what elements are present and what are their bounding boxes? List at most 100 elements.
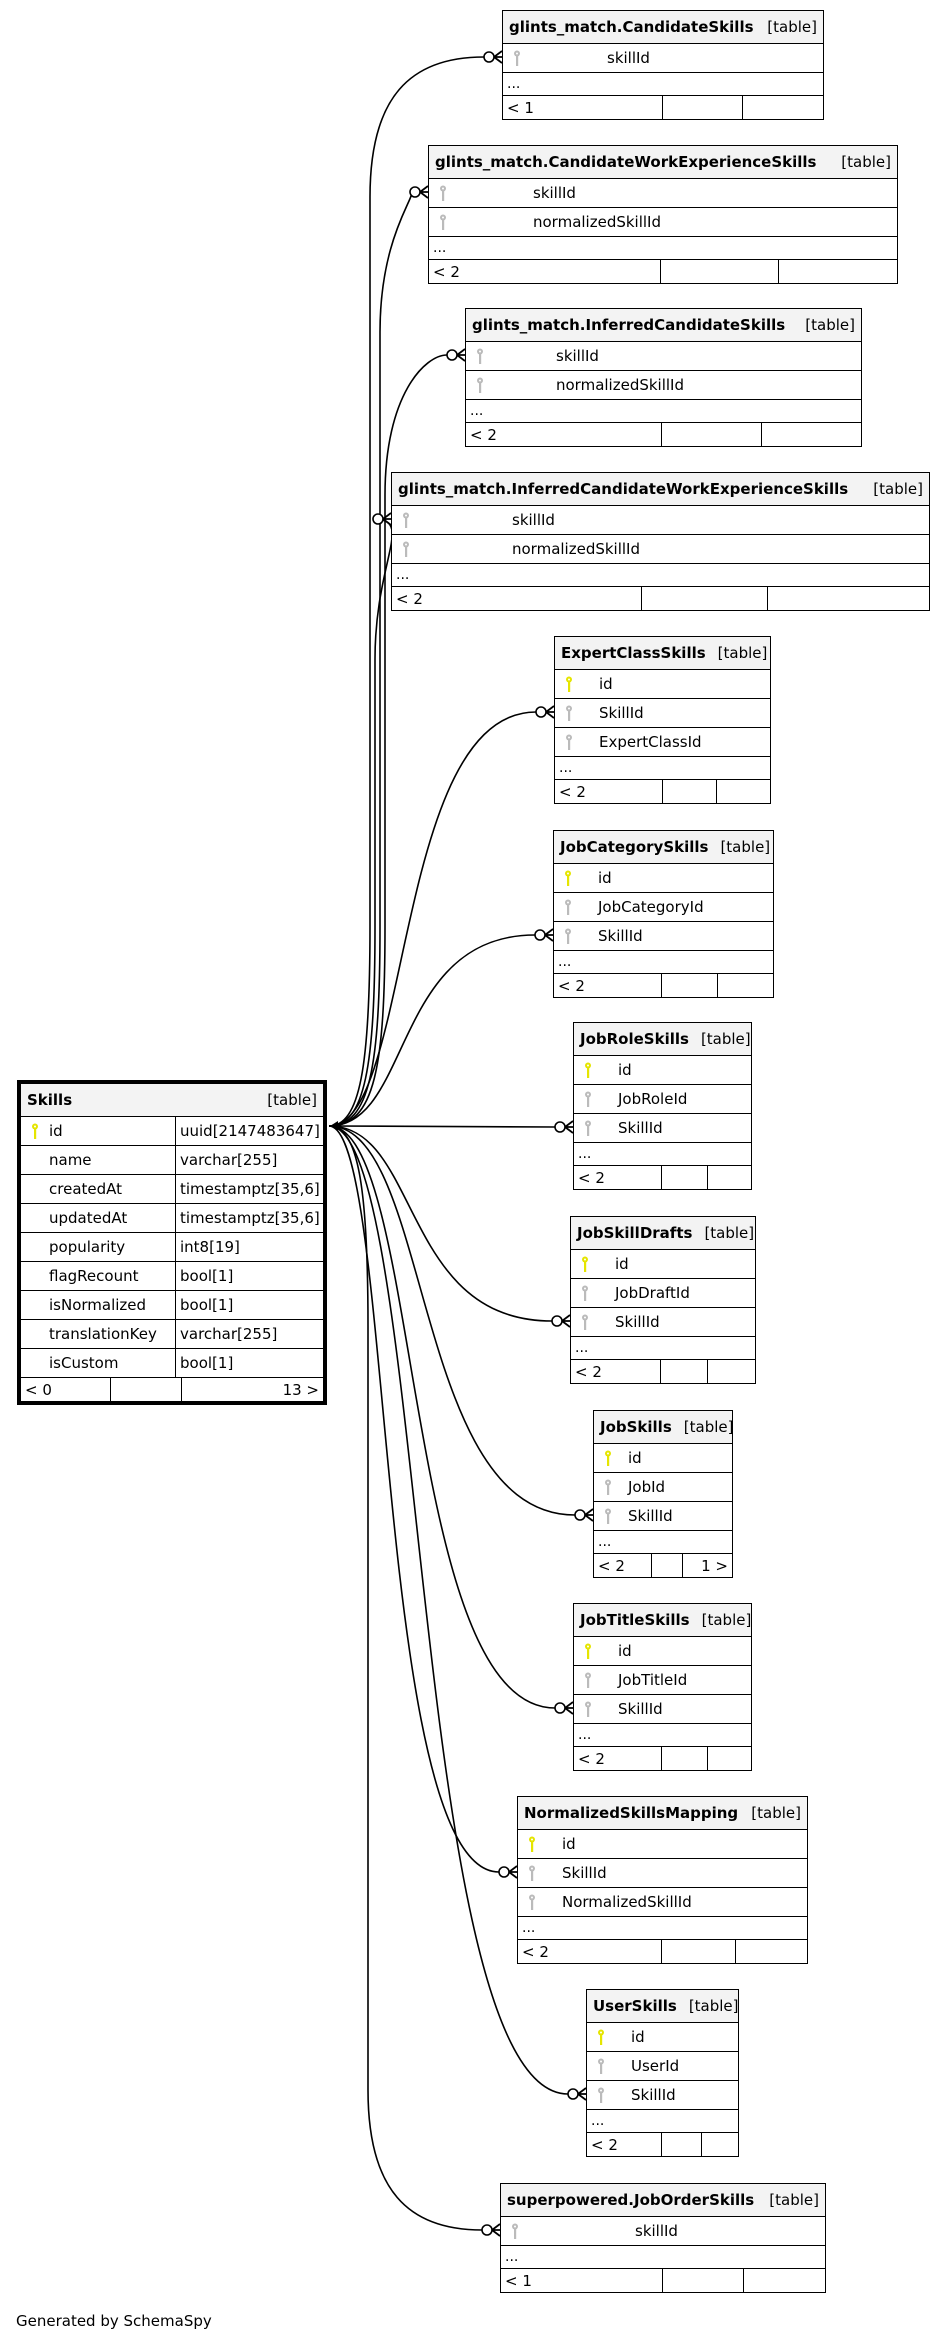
table-name[interactable]: ExpertClassSkills bbox=[561, 644, 706, 662]
table-name[interactable]: superpowered.JobOrderSkills bbox=[507, 2191, 755, 2209]
column-row[interactable]: SkillId bbox=[571, 1308, 755, 1337]
column-row[interactable]: skillId bbox=[392, 506, 929, 535]
column-row[interactable]: SkillId bbox=[518, 1859, 807, 1888]
column-row[interactable]: skillId bbox=[503, 44, 823, 73]
children-count[interactable] bbox=[718, 974, 773, 997]
parents-count[interactable]: < 2 bbox=[466, 423, 662, 446]
column-row[interactable]: skillId bbox=[466, 342, 861, 371]
column-row[interactable]: id bbox=[554, 864, 773, 893]
column-row[interactable]: id bbox=[574, 1637, 751, 1666]
parents-count[interactable]: < 1 bbox=[501, 2269, 663, 2292]
table-glints-match-candidateworkexperienceskills[interactable]: glints_match.CandidateWorkExperienceSkil… bbox=[428, 145, 898, 284]
children-count[interactable] bbox=[768, 587, 929, 610]
table-glints-match-inferredcandidateworkexperienceskills[interactable]: glints_match.InferredCandidateWorkExperi… bbox=[391, 472, 930, 611]
edge-line bbox=[328, 1125, 556, 1709]
parents-count[interactable]: < 2 bbox=[555, 780, 663, 803]
table-name[interactable]: UserSkills bbox=[593, 1997, 677, 2015]
parents-count[interactable]: < 2 bbox=[518, 1940, 662, 1963]
column-row[interactable]: normalizedSkillId bbox=[466, 371, 861, 400]
parents-count[interactable]: < 2 bbox=[594, 1554, 652, 1577]
children-count[interactable] bbox=[736, 1940, 807, 1963]
children-count[interactable]: 1 > bbox=[701, 1556, 728, 1575]
children-count[interactable] bbox=[779, 260, 897, 283]
table-name[interactable]: NormalizedSkillsMapping bbox=[524, 1804, 739, 1822]
parents-count[interactable]: < 2 bbox=[554, 974, 662, 997]
column-row[interactable]: normalizedSkillId bbox=[429, 208, 897, 237]
children-count[interactable] bbox=[708, 1747, 751, 1770]
parents-count[interactable]: < 2 bbox=[574, 1747, 662, 1770]
children-count[interactable] bbox=[708, 1360, 755, 1383]
parents-count[interactable]: < 1 bbox=[503, 96, 663, 119]
column-row[interactable]: NormalizedSkillId bbox=[518, 1888, 807, 1917]
table-name[interactable]: JobCategorySkills bbox=[560, 838, 709, 856]
table-name[interactable]: glints_match.InferredCandidateWorkExperi… bbox=[398, 480, 849, 498]
column-row[interactable]: SkillId bbox=[554, 922, 773, 951]
column-row[interactable]: JobCategoryId bbox=[554, 893, 773, 922]
parents-count[interactable]: < 2 bbox=[574, 1166, 662, 1189]
table-name[interactable]: JobSkillDrafts bbox=[577, 1224, 693, 1242]
column-row[interactable]: JobDraftId bbox=[571, 1279, 755, 1308]
children-count[interactable]: 13 > bbox=[282, 1380, 319, 1399]
parents-count[interactable]: < 2 bbox=[429, 260, 661, 283]
parents-count[interactable]: < 2 bbox=[571, 1360, 661, 1383]
column-row[interactable]: id bbox=[574, 1056, 751, 1085]
column-row[interactable]: UserId bbox=[587, 2052, 738, 2081]
parents-count[interactable]: < 0 bbox=[21, 1378, 111, 1401]
column-row[interactable]: id bbox=[571, 1250, 755, 1279]
table-glints-match-candidateskills[interactable]: glints_match.CandidateSkills[table]skill… bbox=[502, 10, 824, 120]
column-row[interactable]: SkillId bbox=[587, 2081, 738, 2110]
column-row[interactable]: skillId bbox=[429, 179, 897, 208]
parents-count[interactable]: < 2 bbox=[392, 587, 642, 610]
column-row[interactable]: SkillId bbox=[555, 699, 770, 728]
column-row[interactable]: id bbox=[594, 1444, 732, 1473]
column-row[interactable]: SkillId bbox=[594, 1502, 732, 1531]
table-superpowered-joborderskills[interactable]: superpowered.JobOrderSkills[table]skillI… bbox=[500, 2183, 826, 2293]
children-count[interactable] bbox=[743, 96, 823, 119]
table-name[interactable]: Skills bbox=[27, 1091, 73, 1109]
table-glints-match-inferredcandidateskills[interactable]: glints_match.InferredCandidateSkills[tab… bbox=[465, 308, 862, 447]
column-row[interactable]: id bbox=[587, 2023, 738, 2052]
table-name[interactable]: JobSkills bbox=[600, 1418, 672, 1436]
table-name[interactable]: glints_match.InferredCandidateSkills bbox=[472, 316, 786, 334]
column-row[interactable]: SkillId bbox=[574, 1114, 751, 1143]
column-row[interactable]: JobId bbox=[594, 1473, 732, 1502]
parents-count[interactable]: < 2 bbox=[587, 2133, 662, 2156]
table-name[interactable]: JobTitleSkills bbox=[580, 1611, 690, 1629]
column-row[interactable]: JobRoleId bbox=[574, 1085, 751, 1114]
column-type: varchar[255] bbox=[175, 1320, 323, 1348]
children-count[interactable] bbox=[744, 2269, 825, 2292]
table-name[interactable]: glints_match.CandidateWorkExperienceSkil… bbox=[435, 153, 817, 171]
table-name[interactable]: JobRoleSkills bbox=[580, 1030, 689, 1048]
column-row[interactable]: skillId bbox=[501, 2217, 825, 2246]
children-count[interactable] bbox=[762, 423, 861, 446]
table-name[interactable]: glints_match.CandidateSkills bbox=[509, 18, 754, 36]
column-row[interactable]: ExpertClassId bbox=[555, 728, 770, 757]
table-footer: < 2 1 > bbox=[594, 1554, 732, 1577]
children-count[interactable] bbox=[702, 2133, 738, 2156]
children-count[interactable] bbox=[708, 1166, 751, 1189]
column-row[interactable]: id bbox=[518, 1830, 807, 1859]
column-row[interactable]: JobTitleId bbox=[574, 1666, 751, 1695]
column-row[interactable]: normalizedSkillId bbox=[392, 535, 929, 564]
column-row[interactable]: id bbox=[555, 670, 770, 699]
children-count[interactable] bbox=[717, 780, 770, 803]
column-row[interactable]: SkillId bbox=[574, 1695, 751, 1724]
